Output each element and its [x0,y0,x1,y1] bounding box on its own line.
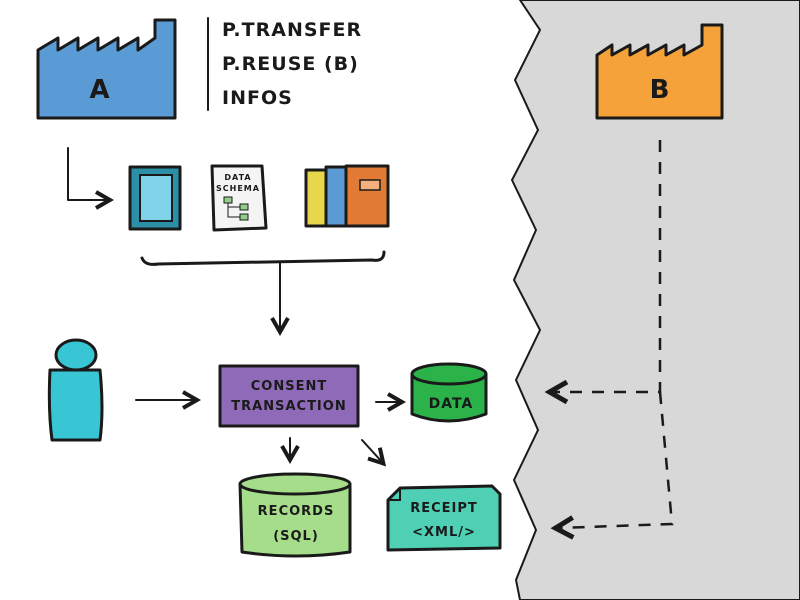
schema-text-2: SCHEMA [216,184,260,193]
data-schema-document-icon: DATA SCHEMA [210,164,268,232]
person-icon [47,338,104,442]
schema-text-1: DATA [224,173,251,182]
data-store-node[interactable]: DATA [410,362,488,423]
docs-bracket [140,250,386,266]
data-store-label: DATA [429,396,474,412]
consent-transaction-node[interactable]: CONSENT TRANSACTION [218,364,360,428]
receipt-xml-node[interactable]: RECEIPT <XML/> [386,484,502,552]
book-stack-icon [304,164,390,228]
a-note-2: P.REUSE (B) [222,53,359,75]
policy-book-icon [128,165,182,231]
records-sql-node[interactable]: RECORDS (SQL) [238,472,352,558]
a-note-3: INFOS [222,87,293,109]
receipt-label-2: <XML/> [412,525,476,540]
b-to-receipt-dashed-arrow [558,391,674,528]
factory-b-icon: B [595,23,724,120]
consent-label-2: TRANSACTION [231,399,346,414]
a-note-1: P.TRANSFER [222,19,362,41]
factory-b-label: B [650,75,671,105]
receipt-label-1: RECEIPT [410,501,478,516]
a-to-docs-arrow [67,147,108,200]
records-label-2: (SQL) [273,529,319,544]
consent-to-receipt-arrow [361,439,382,462]
org-b-zone [510,0,800,600]
records-label-1: RECORDS [258,504,335,519]
factory-a-icon: A [36,18,177,120]
consent-label-1: CONSENT [251,379,327,394]
factory-a-label: A [89,75,110,105]
